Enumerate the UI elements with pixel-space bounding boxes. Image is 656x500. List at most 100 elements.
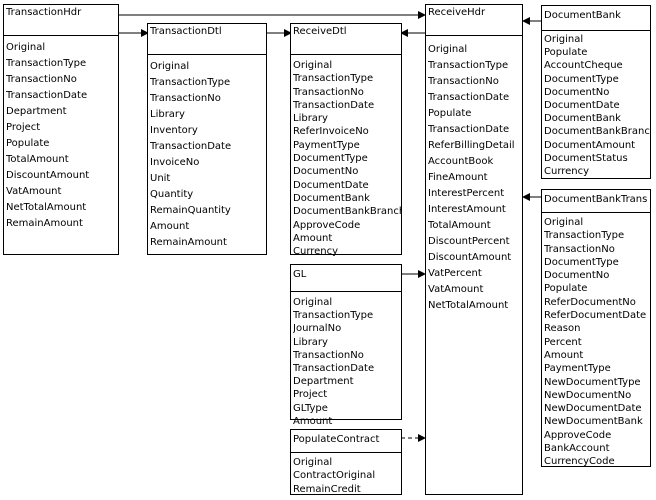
field: TransactionDate [150, 141, 232, 152]
field: TransactionDate [293, 99, 375, 111]
entity-transactiondtl[interactable]: TransactionDtl Original TransactionType … [147, 23, 267, 255]
entity-header: ReceiveHdr [426, 5, 522, 36]
entity-header: DocumentBankTrans [542, 190, 650, 213]
field: TransactionType [428, 60, 509, 71]
field: Percent [544, 336, 582, 348]
field: NetTotalAmount [6, 202, 87, 213]
field: TransactionType [293, 310, 374, 322]
field: DocumentType [293, 153, 368, 165]
field: DocumentNo [544, 270, 610, 282]
field: NewDocumentBank [544, 416, 643, 428]
entity-header: TransactionDtl [148, 24, 266, 55]
field: Inventory [150, 125, 198, 136]
field: Library [150, 109, 185, 120]
entity-receivedtl[interactable]: ReceiveDtl Original TransactionType Tran… [290, 23, 402, 258]
field: TransactionNo [150, 93, 221, 104]
field: VatAmount [6, 186, 62, 197]
field: Currency [293, 246, 339, 258]
field: Amount [150, 221, 190, 232]
field: Populate [544, 47, 588, 59]
field-list: Original TransactionType TransactionNo L… [148, 55, 266, 251]
entity-populatecontract[interactable]: PopulateContract Original ContractOrigin… [290, 429, 402, 495]
field: Original [544, 34, 584, 45]
field: TransactionType [544, 230, 625, 242]
field: PaymentType [544, 363, 611, 375]
field: NewDocumentNo [544, 389, 632, 401]
field: InterestAmount [428, 204, 506, 215]
field: Original [293, 457, 333, 468]
field: AccountCheque [544, 60, 623, 72]
field: DiscountAmount [6, 170, 90, 181]
field: FineAmount [428, 172, 488, 183]
field: NetTotalAmount [428, 300, 509, 311]
field: Currency [544, 166, 590, 178]
field: TransactionNo [293, 86, 364, 98]
field: Amount [293, 232, 333, 244]
field: Project [293, 389, 328, 401]
field: Quantity [150, 189, 194, 200]
field: TransactionNo [428, 76, 499, 87]
field: RemainQuantity [150, 205, 231, 216]
field: InterestPercent [428, 188, 505, 199]
field: JournalNo [293, 323, 342, 335]
field: DocumentType [544, 73, 619, 85]
entity-header: DocumentBank [542, 6, 650, 31]
field: Original [293, 60, 333, 71]
field: Unit [150, 173, 171, 184]
field: Amount [544, 349, 584, 361]
field-list: Original ContractOriginal RemainCredit [291, 453, 401, 496]
field: GLType [293, 402, 328, 414]
field: DocumentDate [293, 179, 369, 191]
field: TransactionNo [6, 74, 77, 85]
field: CurrencyCode [544, 456, 615, 468]
field: DocumentStatus [544, 152, 628, 164]
field-list: Original TransactionType TransactionNo D… [542, 213, 650, 469]
field: TransactionDate [428, 92, 510, 103]
field: ApproveCode [293, 219, 361, 231]
field-list: Original TransactionType TransactionNo T… [426, 36, 522, 314]
entity-documentbank[interactable]: DocumentBank Original Populate AccountCh… [541, 5, 651, 179]
field-list: Original TransactionType TransactionNo T… [4, 36, 118, 232]
field: InvoiceNo [150, 157, 200, 168]
field: Populate [544, 283, 588, 295]
entity-gl[interactable]: GL Original TransactionType JournalNo Li… [290, 264, 402, 427]
entity-header: GL [291, 265, 401, 292]
field: Amount [293, 415, 333, 427]
entity-documentbanktrans[interactable]: DocumentBankTrans Original TransactionTy… [541, 189, 651, 467]
field: Library [293, 113, 328, 125]
field: DiscountPercent [428, 236, 510, 247]
field: ApproveCode [544, 429, 612, 441]
field: TransactionDate [6, 90, 88, 101]
field: AccountBook [428, 156, 494, 167]
entity-header: PopulateContract [291, 430, 401, 453]
field: Populate [6, 138, 50, 149]
field: DocumentBankBranch [293, 206, 401, 218]
entity-header: TransactionHdr [4, 5, 118, 36]
entity-receivehdr[interactable]: ReceiveHdr Original TransactionType Tran… [425, 4, 523, 495]
field: PaymentType [293, 139, 360, 151]
field: BankAccount [544, 443, 610, 455]
entity-header: ReceiveDtl [291, 24, 401, 55]
field: Library [293, 336, 328, 348]
field: TransactionType [6, 58, 87, 69]
field: ContractOriginal [293, 470, 376, 482]
field: DiscountAmount [428, 252, 512, 263]
field-list: Original TransactionType JournalNo Libra… [291, 292, 401, 428]
field: ReferDocumentNo [544, 296, 636, 308]
field: DocumentAmount [544, 139, 636, 151]
field: TotalAmount [428, 220, 491, 231]
field: Original [6, 42, 46, 53]
field: DocumentBank [293, 192, 370, 204]
field: ReferInvoiceNo [293, 126, 369, 138]
field: DocumentBank [544, 113, 621, 125]
entity-transactionhdr[interactable]: TransactionHdr Original TransactionType … [3, 4, 119, 255]
field: DocumentNo [544, 86, 610, 98]
field: NewDocumentDate [544, 403, 642, 415]
field: Original [544, 217, 584, 228]
field: DocumentNo [293, 166, 359, 178]
field: DocumentDate [544, 100, 620, 112]
field: TransactionDate [428, 124, 510, 135]
field: VatPercent [428, 268, 482, 279]
field: TransactionType [150, 77, 231, 88]
field: Original [428, 44, 468, 55]
